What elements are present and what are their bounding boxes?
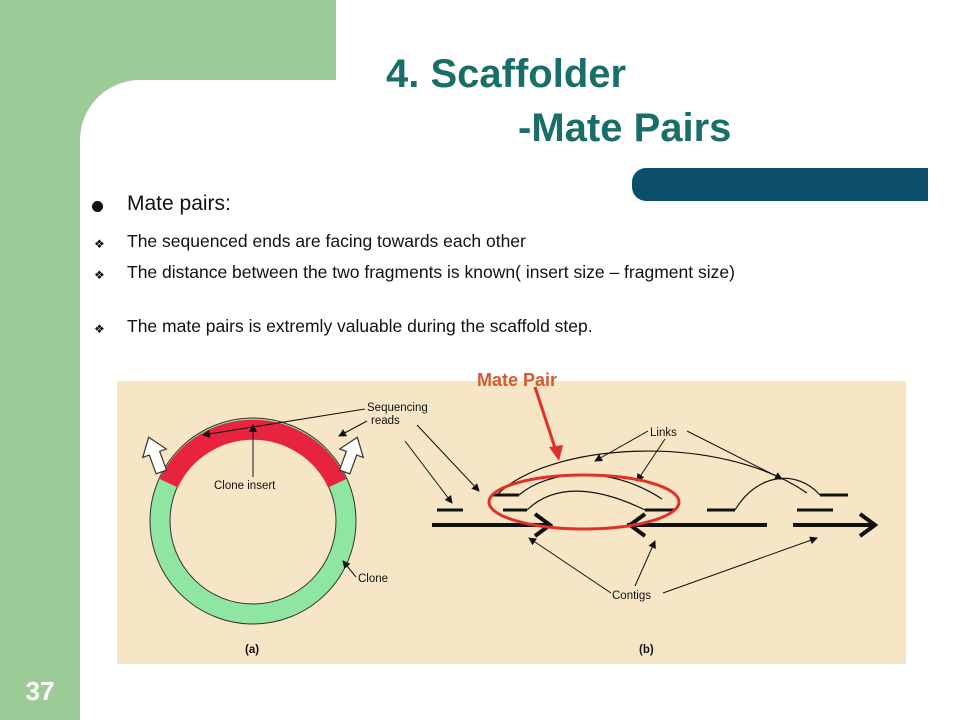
mate-pair-label: Mate Pair [477,370,558,390]
diamond-bullet-icon: ❖ [94,237,105,251]
sub-bullet-text: The distance between the two fragments i… [127,262,735,282]
pointer-contigs-3 [662,536,818,594]
accent-bar [632,168,928,201]
contig-3-arrowhead [858,512,879,538]
scaffold-figure: Sequencing reads Clone insert Clone (a) [117,381,906,664]
link-3 [496,450,808,496]
mate-pair-pointer-head [549,445,563,461]
slide-number: 37 [25,676,55,706]
label-reads: reads [371,415,400,427]
sidebar-green-vertical [0,0,80,720]
scaffold-diagram: Sequencing reads Clone insert Clone (a) [117,381,906,664]
mate-pair-pointer [533,386,558,452]
sub-bullet-text: The sequenced ends are facing towards ea… [127,231,526,251]
label-panel-b: (b) [639,644,654,656]
pointer-read-2 [416,424,480,492]
title-line-2: -Mate Pairs [518,106,732,150]
contig-1-arrowhead [533,512,554,538]
label-contigs: Contigs [612,590,651,602]
link-2 [526,490,646,511]
pointer-links-3 [686,430,783,480]
bullet-main-text: Mate pairs: [127,192,231,215]
sub-bullet-1: ❖ The sequenced ends are facing towards … [92,231,912,252]
diamond-bullet-icon: ❖ [94,322,105,336]
label-clone-insert: Clone insert [214,480,276,492]
clone-ring-outer-edge [149,417,357,625]
bullet-main: Mate pairs: [92,192,231,216]
pointer-links-2 [636,438,666,482]
label-sequencing: Sequencing [367,402,428,414]
read-arrow-left [141,436,168,475]
sub-bullet-3: ❖ The mate pairs is extremly valuable du… [92,316,912,337]
label-links: Links [650,427,677,439]
pointer-clone [342,560,357,578]
pointer-links-1 [594,430,649,462]
pointer-read-1 [404,440,453,504]
sub-bullet-2: ❖ The distance between the two fragments… [92,262,912,283]
sidebar-green-horizontal [80,0,336,80]
pointer-contigs-1 [528,537,612,594]
mate-pair-ellipse [487,473,681,531]
pointer-seq-left [202,408,366,438]
corner-curve [80,80,200,200]
pointer-seq-right [338,420,368,437]
label-panel-a: (a) [245,644,259,656]
read-arrow-right [338,436,365,475]
bullet-dot [92,201,103,212]
sub-bullet-text: The mate pairs is extremly valuable duri… [127,316,593,336]
pointer-contigs-2 [634,540,656,587]
title-line-1: 4. Scaffolder [386,52,627,96]
label-clone: Clone [358,573,388,585]
diamond-bullet-icon: ❖ [94,268,105,282]
